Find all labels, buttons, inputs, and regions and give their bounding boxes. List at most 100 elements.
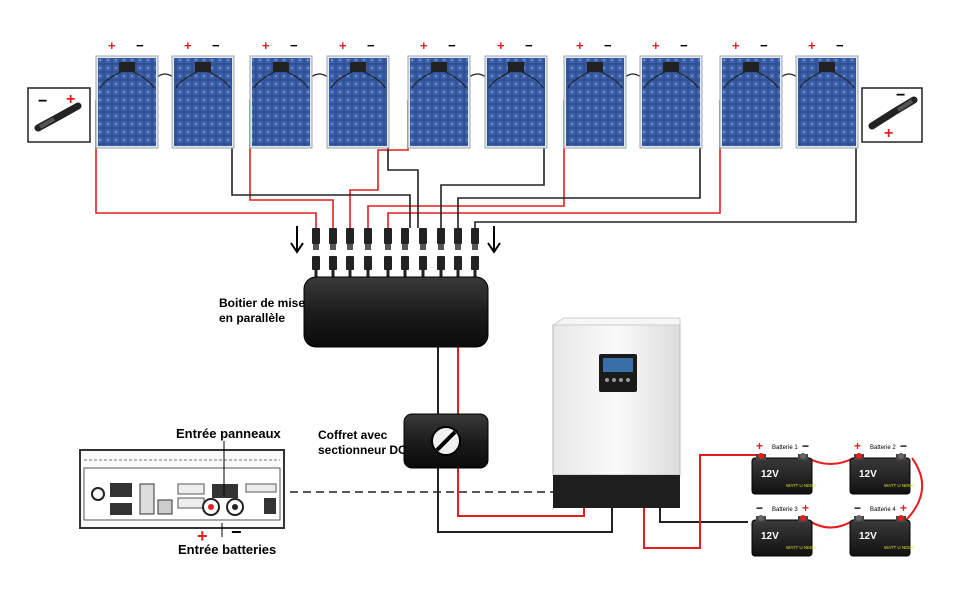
positive-wire [367, 100, 565, 228]
negative-wire [659, 508, 748, 523]
solar-panel: +− [249, 38, 313, 149]
mc4-connector-pair [346, 228, 354, 277]
solar-panel: +− [95, 38, 159, 149]
panel-minus: − [448, 38, 456, 53]
positive-wire [643, 454, 756, 549]
battery-terminal-negative [226, 498, 244, 516]
positive-wire [807, 519, 855, 529]
panel-plus: + [576, 38, 584, 53]
positive-wire [807, 457, 855, 465]
connector-left-plus: + [66, 91, 75, 108]
down-arrow-icon [290, 226, 304, 254]
solar-panel: +− [719, 38, 783, 149]
battery-bank: 12V WATT U NEED Batterie 1 + − 12V WATT U NEED… [751, 439, 915, 557]
solar-panel: +− [563, 38, 627, 149]
mc4-connector-pair [471, 228, 479, 277]
panel-minus: − [212, 38, 220, 53]
battery-name: Batterie 3 [772, 507, 798, 513]
battery-terminal-positive [202, 498, 220, 516]
battery-plus: + [900, 501, 907, 515]
solar-panel: +− [407, 38, 471, 149]
battery-plus: + [802, 501, 809, 515]
solar-panel: +− [484, 38, 548, 149]
battery-voltage: 12V [859, 531, 877, 542]
panel-minus: − [290, 38, 298, 53]
rotary-switch-icon [431, 426, 461, 456]
panel-minus: − [604, 38, 612, 53]
dc-disconnect-label-line2: sectionneur DC [318, 443, 407, 457]
connector-right-minus: − [896, 87, 905, 104]
solar-panel: +− [795, 38, 859, 149]
mc4-connector-pair [312, 228, 320, 277]
panel-minus: − [136, 38, 144, 53]
panel-minus: − [760, 38, 768, 53]
hybrid-inverter [551, 317, 681, 508]
mc4-connector-pair [437, 228, 445, 277]
negative-wire [309, 73, 330, 79]
mc4-connector-row [312, 228, 479, 277]
inverter-display [599, 354, 637, 392]
positive-wire [95, 100, 317, 228]
connector-left: − + [27, 87, 91, 143]
panel-plus: + [339, 38, 347, 53]
dc-disconnect-label: Coffret avec sectionneur DC [318, 428, 407, 458]
dc-disconnect-box [403, 413, 489, 469]
solar-panel: +− [326, 38, 390, 149]
panel-plus: + [262, 38, 270, 53]
label-entree-batteries: Entrée batteries [178, 542, 277, 557]
battery: 12V WATT U NEED Batterie 1 + − [751, 439, 817, 495]
mc4-connector-pair [384, 228, 392, 277]
positive-wire [387, 100, 721, 228]
connector-left-minus: − [38, 93, 47, 110]
panel-minus: − [836, 38, 844, 53]
panel-plus: + [732, 38, 740, 53]
panel-minus: − [367, 38, 375, 53]
mc4-connector-pair [454, 228, 462, 277]
positive-wire [249, 100, 334, 228]
inverter-rear-panel: + − [79, 441, 285, 546]
solar-panel: +− [639, 38, 703, 149]
panel-plus: + [184, 38, 192, 53]
panel-minus: − [680, 38, 688, 53]
mc4-connector-pair [401, 228, 409, 277]
battery-voltage: 12V [859, 469, 877, 480]
negative-wire [467, 73, 488, 79]
solar-panel-array: +−+−+−+−+−+−+−+−+−+− [95, 38, 859, 149]
solar-panel: +− [171, 38, 235, 149]
battery-minus: − [900, 439, 907, 453]
battery-brand: WATT U NEED [884, 545, 915, 550]
down-arrow-icon [487, 226, 501, 254]
combiner-box [303, 276, 489, 348]
combiner-label: Boitier de mise en parallèle [219, 296, 305, 326]
battery-minus: − [756, 501, 763, 515]
panel-plus: + [808, 38, 816, 53]
battery-name: Batterie 1 [772, 445, 798, 451]
rear-plus: + [197, 526, 208, 546]
negative-wire [474, 100, 857, 228]
battery-minus: − [802, 439, 809, 453]
positive-wire [457, 468, 585, 517]
combiner-label-line1: Boitier de mise [219, 296, 306, 310]
panel-plus: + [652, 38, 660, 53]
battery-brand: WATT U NEED [884, 483, 915, 488]
battery-plus: + [756, 439, 763, 453]
mc4-connector-pair [364, 228, 372, 277]
panel-minus: − [525, 38, 533, 53]
battery-brand: WATT U NEED [786, 483, 817, 488]
panel-plus: + [497, 38, 505, 53]
battery-minus: − [854, 501, 861, 515]
battery-voltage: 12V [761, 469, 779, 480]
rear-minus: − [231, 522, 242, 542]
dc-disconnect-label-line1: Coffret avec [318, 428, 388, 442]
connector-right: − + [861, 87, 923, 143]
battery-plus: + [854, 439, 861, 453]
panel-plus: + [420, 38, 428, 53]
connector-right-plus: + [884, 125, 893, 142]
negative-wire [437, 468, 613, 533]
label-entree-panneaux: Entrée panneaux [176, 426, 281, 441]
mc4-connector-pair [419, 228, 427, 277]
